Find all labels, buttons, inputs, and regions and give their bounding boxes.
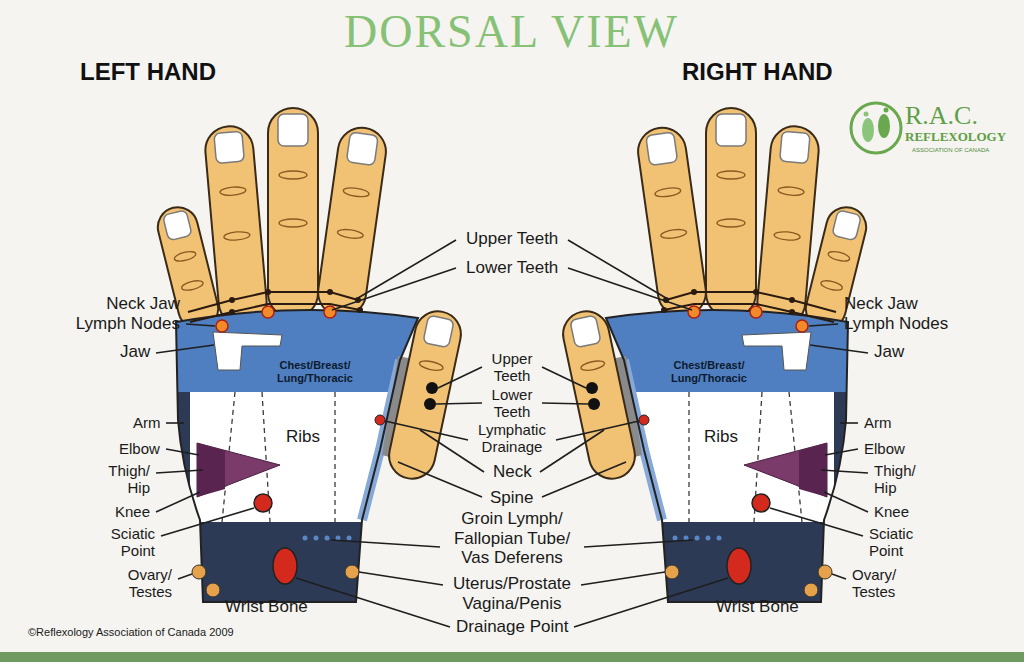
part-label: Knee [115, 503, 150, 520]
part-label: Drainage Point [456, 617, 568, 637]
zone-label: Ribs [691, 427, 751, 447]
part-label: Ovary/ Testes [852, 566, 914, 601]
part-label: Elbow [864, 440, 905, 457]
part-label: Thigh/ Hip [98, 462, 150, 497]
part-label: ASSOCIATION OF CANADA [912, 147, 989, 154]
part-label: LEFT HAND [80, 58, 216, 86]
zone-band: Ribs [273, 427, 333, 447]
part-label: REFLEXOLOGY [905, 130, 1006, 145]
zone-label: Chest/Breast/ Lung/Thoracic [663, 359, 755, 384]
part-label: Neck Jaw Lymph Nodes [70, 294, 180, 333]
part-label: Wrist Bone [225, 597, 308, 617]
part-label: Groin Lymph/ Fallopian Tube/ Vas Deferen… [446, 509, 578, 568]
part-label: Sciatic Point [869, 525, 931, 560]
part-label: Thigh/ Hip [874, 462, 926, 497]
part-label: Upper Teeth [482, 350, 542, 385]
part-label: RIGHT HAND [682, 58, 833, 86]
part-label: Ovary/ Testes [110, 566, 172, 601]
part-label: Jaw [874, 342, 904, 362]
part-label: Knee [874, 503, 909, 520]
part-label: Arm [864, 414, 892, 431]
part-label: Spine [490, 488, 533, 508]
part-label: Jaw [120, 342, 150, 362]
bottom-strip [0, 652, 1024, 662]
part-label: Upper Teeth [466, 229, 558, 249]
logo-mark [851, 103, 901, 153]
part-label: Elbow [119, 440, 160, 457]
part-label: Sciatic Point [93, 525, 155, 560]
diagram-title: DORSAL VIEW [344, 6, 679, 59]
part-label: Lower Teeth [482, 386, 542, 421]
part-label: Wrist Bone [716, 597, 799, 617]
part-label: ©Reflexology Association of Canada 2009 [28, 626, 234, 639]
zone-label: Chest/Breast/ Lung/Thoracic [269, 359, 361, 384]
zone-label: Ribs [273, 427, 333, 447]
zone-band: Chest/Breast/ Lung/Thoracic [663, 359, 755, 384]
part-label: R.A.C. [905, 101, 978, 131]
hand-drawing-mirror [540, 108, 874, 627]
part-label: Neck Jaw Lymph Nodes [844, 294, 954, 333]
part-label: Uterus/Prostate Vagina/Penis [441, 574, 583, 613]
zone-band: Chest/Breast/ Lung/Thoracic [269, 359, 361, 384]
hand-drawing [150, 108, 484, 627]
part-label: Lower Teeth [466, 258, 558, 278]
part-label: Neck [493, 462, 532, 482]
part-label: Lymphatic Drainage [472, 421, 552, 456]
zone-band: Ribs [691, 427, 751, 447]
part-label: Arm [133, 414, 161, 431]
